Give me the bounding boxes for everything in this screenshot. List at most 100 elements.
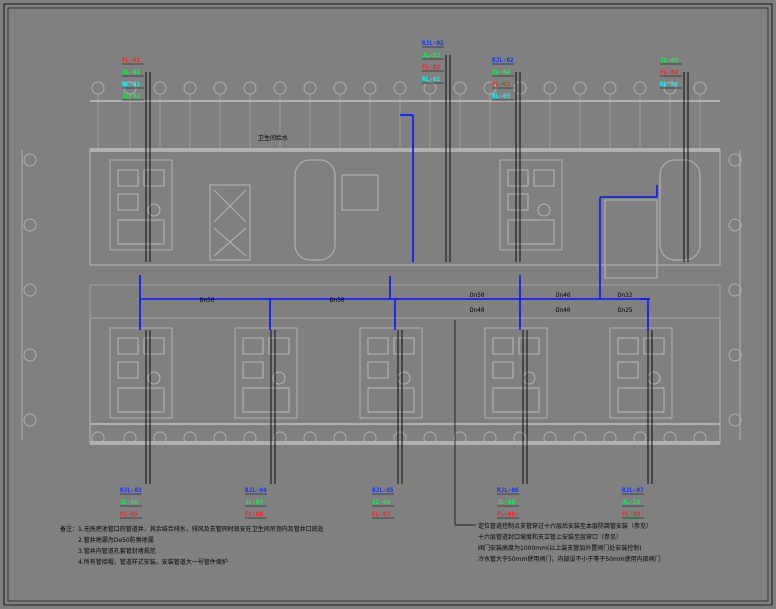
- riser-bottom-tag: RJL-03: [120, 487, 142, 494]
- north-fixture: [507, 219, 555, 245]
- south-room: [109, 327, 173, 419]
- south-fixture: [367, 361, 389, 379]
- south-fixture: [242, 387, 290, 413]
- south-fixture: [617, 361, 639, 379]
- pipe-size-label: Dn50: [330, 297, 345, 304]
- south-fixture: [367, 387, 415, 413]
- riser-bottom-tag: FL-06: [245, 511, 263, 518]
- riser-top-tag: RL-02: [422, 76, 440, 83]
- grid-bubble-bottom: [363, 431, 377, 445]
- riser-top-tag: FL-04: [660, 69, 678, 76]
- south-fixture: [147, 371, 161, 385]
- note-left-4: 4.所有管接帽，管道样式安装，安装管道大一号管件保护: [78, 558, 228, 566]
- notes-left: 备注：1.无拖把池管口的管道井，其余结合排水，排风及支管同时现安在卫生间吊顶内及…: [60, 525, 324, 566]
- pipe-size-label: Dn40: [470, 307, 485, 314]
- riser-bottom-tag: RJL-05: [372, 487, 394, 494]
- rooms-north: [109, 159, 563, 251]
- note-left-1: 备注：1.无拖把池管口的管道井，其余结合排水，排风及支管同时现安在卫生间吊顶内及…: [60, 525, 324, 533]
- note-right-4: 冷水管大于50mm使用阀门，内部设不小于等于50mm使用内部阀门: [478, 555, 661, 563]
- south-fixture: [268, 337, 290, 355]
- room-label: 卫生间给水: [258, 134, 288, 142]
- elevator-cross-4: [213, 227, 247, 257]
- south-fixture: [492, 361, 514, 379]
- drawing-frame: [3, 3, 773, 606]
- grid-bubble-left: [23, 153, 37, 167]
- riser-top-tag: JL-02: [122, 93, 140, 100]
- riser-top-tag: FL-02: [422, 64, 440, 71]
- stair-west: [294, 159, 336, 261]
- grid-bubble-bottom: [153, 431, 167, 445]
- pipe-size-label: Dn25: [618, 307, 633, 314]
- riser-bottom-tag: JL-08: [372, 499, 390, 506]
- note-right-2: 十六层管道封口坡度和支立管上安装至层穿口（参见）: [478, 533, 622, 541]
- elevator-shaft: [209, 184, 251, 261]
- floor-plan: [21, 100, 741, 445]
- grid-bubble-bottom: [573, 431, 587, 445]
- south-room: [609, 327, 673, 419]
- note-left-3: 3.管井内管道孔套管封堵规范: [78, 547, 156, 555]
- pipe-size-label: Dn40: [556, 292, 571, 299]
- grid-bubble-bottom: [543, 431, 557, 445]
- grid-bubble-right: [728, 153, 742, 167]
- grid-bubble-bottom: [633, 431, 647, 445]
- south-room: [359, 327, 423, 419]
- grid-bubble-bottom: [91, 431, 105, 445]
- south-fixture: [242, 361, 264, 379]
- south-fixture: [272, 371, 286, 385]
- rooms-south: [109, 327, 673, 419]
- south-fixture: [492, 387, 540, 413]
- shaft-center: [341, 174, 379, 211]
- riser-top-tag: FL-01: [122, 57, 140, 64]
- riser-columns-bottom: RJL-03JL-06FL-05RJL-04JL-07FL-06RJL-05JL…: [120, 330, 653, 519]
- riser-top-tag: JL-01: [122, 69, 140, 76]
- north-fixture: [117, 219, 165, 245]
- grid-bubble-left: [23, 413, 37, 427]
- south-fixture: [617, 337, 639, 355]
- north-fixture: [533, 169, 555, 187]
- note-right-1: 定位管道控制点支管穿过十六层后安装至本层防腐管安装（参见）: [478, 522, 652, 530]
- riser-bottom-tag: JL-06: [120, 499, 138, 506]
- riser-top-tag: RL-03: [492, 93, 510, 100]
- grid-bubble-bottom: [663, 431, 677, 445]
- water-pipe-network: [139, 114, 658, 330]
- north-fixture: [507, 193, 529, 211]
- note-left-2: 2.管井地漏为De50防臭地漏: [78, 536, 154, 544]
- notes-right: 定位管道控制点支管穿过十六层后安装至本层防腐管安装（参见） 十六层管道封口坡度和…: [478, 522, 661, 563]
- grid-bubble-bottom: [303, 431, 317, 445]
- riser-top-tag: RJL-02: [492, 57, 514, 64]
- riser-top-tag: RJL-01: [422, 40, 444, 47]
- riser-top-tag: JL-03: [422, 52, 440, 59]
- riser-bottom-tag: RJL-06: [497, 487, 519, 494]
- grid-bubble-right: [728, 283, 742, 297]
- north-fixture: [143, 169, 165, 187]
- north-fixture: [147, 203, 161, 217]
- grid-bubble-bottom: [213, 431, 227, 445]
- pipe-size-label: Dn40: [556, 307, 571, 314]
- north-room: [499, 159, 563, 251]
- riser-top-tag: JL-05: [660, 57, 678, 64]
- grid-bubble-bottom: [603, 431, 617, 445]
- south-room: [484, 327, 548, 419]
- riser-bottom-tag: JL-07: [245, 499, 263, 506]
- grid-bubble-bottom: [393, 431, 407, 445]
- riser-top-tag: RL-04: [660, 81, 678, 88]
- grid-bubble-bottom: [123, 431, 137, 445]
- south-fixture: [117, 337, 139, 355]
- grid-bubble-bottom: [183, 431, 197, 445]
- riser-top-tag: RL-01: [122, 81, 140, 88]
- drawing-inner-frame: [7, 7, 769, 602]
- south-fixture: [143, 337, 165, 355]
- grid-bubble-bottom: [333, 431, 347, 445]
- north-fixture: [537, 203, 551, 217]
- grid-bubble-bottom: [243, 431, 257, 445]
- grid-bubble-right: [728, 218, 742, 232]
- riser-top-tag: JL-04: [492, 69, 510, 76]
- corridor: [89, 284, 721, 319]
- grid-bubble-left: [23, 348, 37, 362]
- pipe-size-label: Dn50: [200, 297, 215, 304]
- south-fixture: [617, 387, 665, 413]
- grid-bubble-left: [23, 283, 37, 297]
